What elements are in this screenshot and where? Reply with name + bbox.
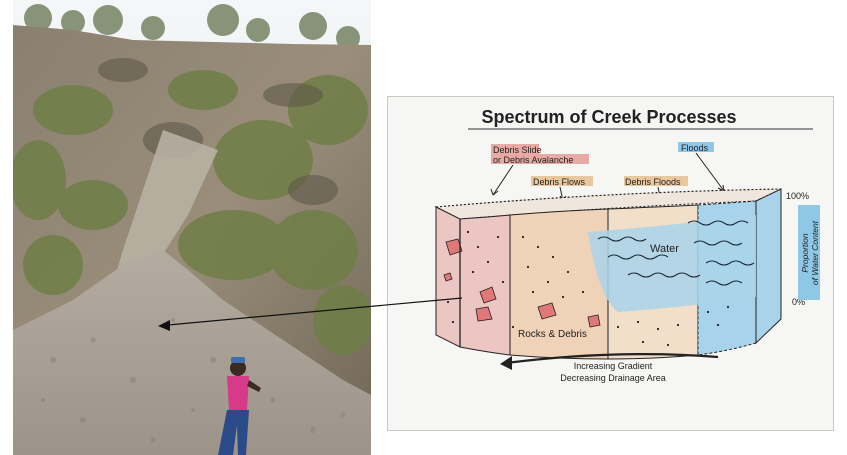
floods-label: Floods (681, 143, 709, 153)
pct-100-label: 100% (786, 191, 809, 201)
debris-slide-highlight (491, 144, 539, 154)
debris-flows-label: Debris Flows (533, 177, 586, 187)
axis-label-1: Proportion (800, 233, 810, 272)
debris-slide-label-2: or Debris Avalanche (493, 155, 573, 165)
debris-slide-label-1: Debris Slide (493, 145, 542, 155)
process-block (434, 188, 782, 360)
axis-label-2: of Water Content (810, 220, 820, 285)
photo-illustration (13, 0, 371, 455)
diagram-title: Spectrum of Creek Processes (481, 107, 736, 127)
water-label: Water (650, 243, 679, 255)
gradient-arrow (500, 353, 719, 370)
creek-process-diagram: Spectrum of Creek Processes Debris Slide… (387, 96, 834, 431)
debris-flows-highlight (531, 176, 593, 186)
person-figure (218, 357, 261, 455)
debris-floods-label: Debris Floods (625, 177, 681, 187)
debris-slope-photo (13, 0, 371, 455)
debris-floods-highlight (624, 176, 688, 186)
gradient-label-2: Decreasing Drainage Area (560, 373, 666, 383)
rocks-debris-label: Rocks & Debris (518, 329, 587, 340)
water-content-axis-bar (798, 205, 820, 300)
debris-avalanche-highlight (491, 154, 589, 164)
diagram-canvas: Spectrum of Creek Processes Debris Slide… (434, 107, 820, 383)
floods-highlight (678, 142, 714, 152)
pct-0-label: 0% (792, 297, 805, 307)
gradient-label-1: Increasing Gradient (574, 361, 653, 371)
